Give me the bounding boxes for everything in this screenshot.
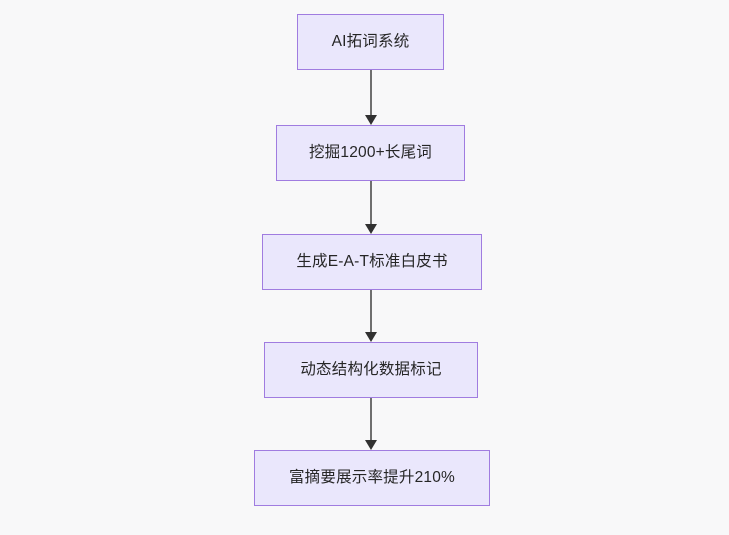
- flow-connector-3-to-4: [359, 398, 383, 450]
- flow-node-ai-keyword-system[interactable]: AI拓词系统: [297, 14, 444, 70]
- flow-node-rich-snippet-result[interactable]: 富摘要展示率提升210%: [254, 450, 490, 506]
- connector-line: [369, 181, 373, 225]
- flow-node-label: AI拓词系统: [331, 33, 410, 51]
- connector-line: [369, 398, 373, 441]
- flow-node-eat-whitepaper[interactable]: 生成E-A-T标准白皮书: [262, 234, 482, 290]
- arrow-down-icon: [365, 224, 377, 234]
- arrow-down-icon: [365, 115, 377, 125]
- flow-connector-0-to-1: [359, 70, 383, 125]
- connector-line: [369, 290, 373, 333]
- arrow-down-icon: [365, 440, 377, 450]
- connector-line: [369, 70, 373, 116]
- flow-node-label: 生成E-A-T标准白皮书: [296, 253, 448, 271]
- flow-connector-1-to-2: [359, 181, 383, 234]
- flow-node-label: 富摘要展示率提升210%: [288, 469, 456, 487]
- flow-node-structured-data-markup[interactable]: 动态结构化数据标记: [264, 342, 478, 398]
- arrow-down-icon: [365, 332, 377, 342]
- flow-connector-2-to-3: [359, 290, 383, 342]
- flow-node-longtail-keywords[interactable]: 挖掘1200+长尾词: [276, 125, 465, 181]
- flow-node-label: 动态结构化数据标记: [300, 361, 442, 379]
- flow-node-label: 挖掘1200+长尾词: [308, 144, 433, 162]
